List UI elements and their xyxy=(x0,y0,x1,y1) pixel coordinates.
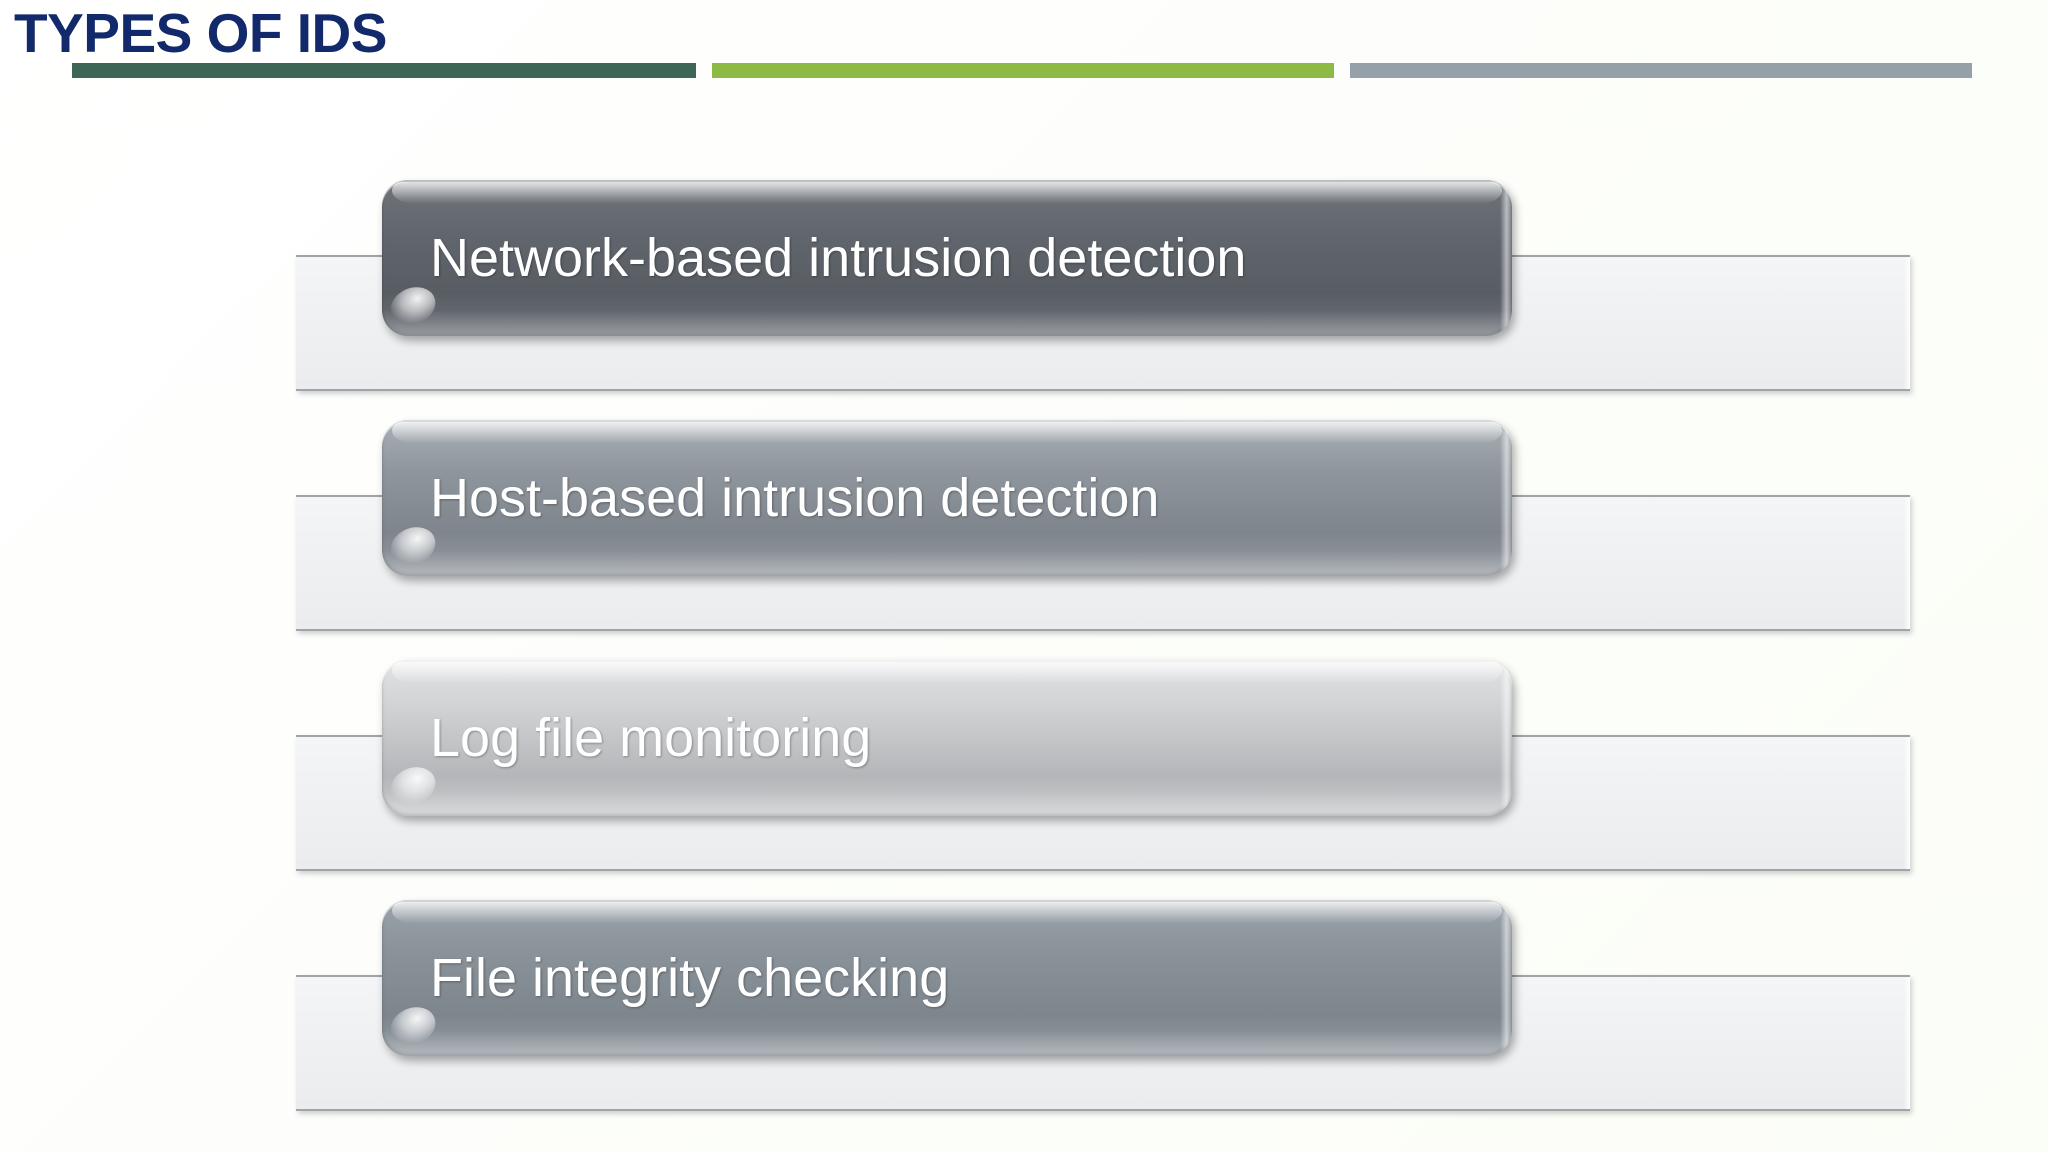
title-rule-olive-green xyxy=(712,63,1334,78)
item-label: File integrity checking xyxy=(430,948,950,1008)
item-label: Log file monitoring xyxy=(430,708,872,768)
list-item[interactable]: Network-based intrusion detection xyxy=(0,180,2048,420)
page-title: TYPES OF IDS xyxy=(14,2,387,64)
item-label: Network-based intrusion detection xyxy=(430,228,1247,288)
item-pill[interactable]: Network-based intrusion detection xyxy=(382,180,1512,336)
item-label: Host-based intrusion detection xyxy=(430,468,1160,528)
title-rule-gray xyxy=(1350,63,1972,78)
list-item[interactable]: File integrity checking xyxy=(0,900,2048,1140)
pill-right-highlight xyxy=(1500,424,1512,572)
item-pill[interactable]: File integrity checking xyxy=(382,900,1512,1056)
item-pill[interactable]: Log file monitoring xyxy=(382,660,1512,816)
list-item[interactable]: Host-based intrusion detection xyxy=(0,420,2048,660)
pill-right-highlight xyxy=(1500,664,1512,812)
list-item[interactable]: Log file monitoring xyxy=(0,660,2048,900)
title-rule-dark-green xyxy=(72,63,696,78)
pill-right-highlight xyxy=(1500,904,1512,1052)
slide-title-block: TYPES OF IDS xyxy=(0,0,2048,92)
item-pill[interactable]: Host-based intrusion detection xyxy=(382,420,1512,576)
pill-right-highlight xyxy=(1500,184,1512,332)
